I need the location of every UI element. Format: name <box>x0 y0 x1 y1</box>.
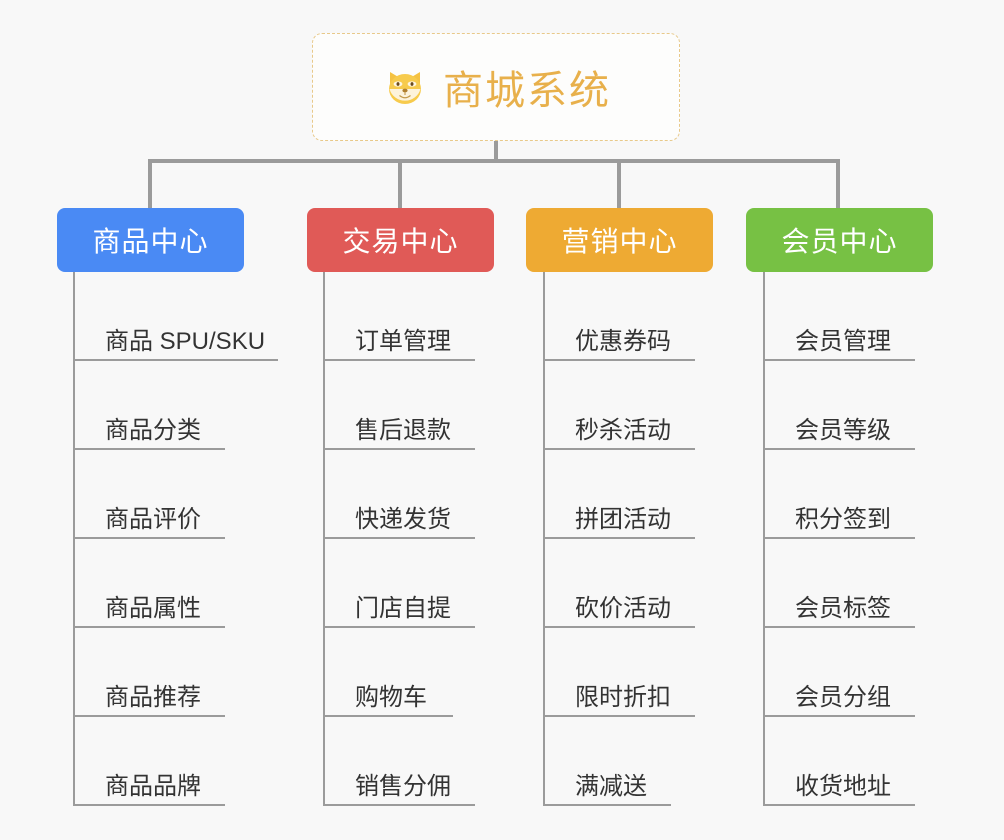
connector-root-stem <box>494 141 498 163</box>
category-box-3[interactable]: 营销中心 <box>526 208 713 272</box>
leaf-label: 购物车 <box>355 683 427 711</box>
leaf-column-1: 商品 SPU/SKU 商品分类商品评价商品属性商品推荐商品品牌 <box>73 272 278 806</box>
leaf-label: 收货地址 <box>795 772 891 800</box>
connector-horizontal-bus <box>150 159 840 163</box>
leaf-underline <box>763 804 915 806</box>
leaf-spine <box>543 272 545 806</box>
leaf-item[interactable]: 快递发货 <box>323 450 475 539</box>
leaf-item[interactable]: 商品 SPU/SKU <box>73 272 278 361</box>
leaf-label: 会员等级 <box>795 416 891 444</box>
leaf-spine <box>323 272 325 806</box>
leaf-underline <box>323 537 475 539</box>
leaf-item[interactable]: 砍价活动 <box>543 539 695 628</box>
leaf-label: 限时折扣 <box>575 683 671 711</box>
leaf-item[interactable]: 商品评价 <box>73 450 265 539</box>
leaf-item[interactable]: 会员标签 <box>763 539 915 628</box>
leaf-underline <box>763 448 915 450</box>
category-box-1[interactable]: 商品中心 <box>57 208 244 272</box>
leaf-label: 砍价活动 <box>575 594 671 622</box>
leaf-label: 售后退款 <box>355 416 451 444</box>
leaf-underline <box>323 804 475 806</box>
leaf-item[interactable]: 商品属性 <box>73 539 265 628</box>
shiba-dog-face-icon <box>381 63 429 111</box>
leaf-column-3: 优惠券码秒杀活动拼团活动砍价活动限时折扣满减送 <box>543 272 695 806</box>
leaf-item[interactable]: 优惠券码 <box>543 272 695 361</box>
leaf-label: 订单管理 <box>355 327 451 355</box>
category-box-4[interactable]: 会员中心 <box>746 208 933 272</box>
leaf-item[interactable]: 秒杀活动 <box>543 361 695 450</box>
leaf-label: 拼团活动 <box>575 505 671 533</box>
leaf-underline <box>73 804 225 806</box>
leaf-item[interactable]: 会员管理 <box>763 272 915 361</box>
leaf-item[interactable]: 商品推荐 <box>73 628 265 717</box>
leaf-spine <box>73 272 75 806</box>
leaf-underline <box>73 537 225 539</box>
leaf-column-4: 会员管理会员等级积分签到会员标签会员分组收货地址 <box>763 272 915 806</box>
leaf-label: 商品属性 <box>105 594 201 622</box>
leaf-label: 会员标签 <box>795 594 891 622</box>
leaf-item[interactable]: 门店自提 <box>323 539 475 628</box>
leaf-label: 会员分组 <box>795 683 891 711</box>
leaf-item[interactable]: 商品品牌 <box>73 717 265 806</box>
leaf-label: 秒杀活动 <box>575 416 671 444</box>
leaf-underline <box>543 715 695 717</box>
leaf-item[interactable]: 会员分组 <box>763 628 915 717</box>
leaf-label: 商品 SPU/SKU <box>105 327 266 355</box>
leaf-underline <box>323 359 475 361</box>
leaf-item[interactable]: 收货地址 <box>763 717 915 806</box>
leaf-underline <box>543 537 695 539</box>
leaf-column-2: 订单管理售后退款快递发货门店自提购物车销售分佣 <box>323 272 475 806</box>
leaf-label: 会员管理 <box>795 327 891 355</box>
leaf-label: 商品推荐 <box>105 683 201 711</box>
connector-drop-3 <box>617 159 621 209</box>
leaf-spine <box>763 272 765 806</box>
leaf-label: 商品品牌 <box>105 772 201 800</box>
leaf-label: 销售分佣 <box>355 772 451 800</box>
leaf-label: 门店自提 <box>355 594 451 622</box>
category-label: 会员中心 <box>781 226 898 257</box>
leaf-underline <box>543 448 695 450</box>
leaf-underline <box>763 626 915 628</box>
leaf-item[interactable]: 商品分类 <box>73 361 265 450</box>
leaf-label: 快递发货 <box>355 505 451 533</box>
leaf-label: 积分签到 <box>795 505 891 533</box>
leaf-underline <box>763 537 915 539</box>
connector-drop-1 <box>148 159 152 209</box>
leaf-underline <box>73 448 225 450</box>
leaf-label: 商品评价 <box>105 505 201 533</box>
leaf-item[interactable]: 满减送 <box>543 717 671 806</box>
leaf-label: 商品分类 <box>105 416 201 444</box>
connector-drop-4 <box>836 159 840 209</box>
leaf-underline <box>763 715 915 717</box>
leaf-item[interactable]: 会员等级 <box>763 361 915 450</box>
leaf-underline <box>543 804 671 806</box>
leaf-label: 优惠券码 <box>575 327 671 355</box>
root-node[interactable]: 商城系统 <box>312 33 680 141</box>
category-label: 商品中心 <box>92 226 209 257</box>
leaf-underline <box>763 359 915 361</box>
leaf-underline <box>543 359 695 361</box>
leaf-item[interactable]: 销售分佣 <box>323 717 475 806</box>
category-label: 营销中心 <box>561 226 678 257</box>
connector-drop-2 <box>398 159 402 209</box>
leaf-underline <box>73 626 225 628</box>
leaf-underline <box>323 448 475 450</box>
leaf-item[interactable]: 拼团活动 <box>543 450 695 539</box>
leaf-underline <box>73 359 278 361</box>
leaf-item[interactable]: 限时折扣 <box>543 628 695 717</box>
leaf-label: 满减送 <box>575 772 647 800</box>
leaf-item[interactable]: 订单管理 <box>323 272 475 361</box>
category-box-2[interactable]: 交易中心 <box>307 208 494 272</box>
root-title: 商城系统 <box>443 69 611 113</box>
leaf-underline <box>323 626 475 628</box>
leaf-underline <box>323 715 453 717</box>
leaf-item[interactable]: 售后退款 <box>323 361 475 450</box>
leaf-underline <box>73 715 225 717</box>
category-label: 交易中心 <box>342 226 459 257</box>
leaf-underline <box>543 626 695 628</box>
leaf-item[interactable]: 购物车 <box>323 628 453 717</box>
leaf-item[interactable]: 积分签到 <box>763 450 915 539</box>
